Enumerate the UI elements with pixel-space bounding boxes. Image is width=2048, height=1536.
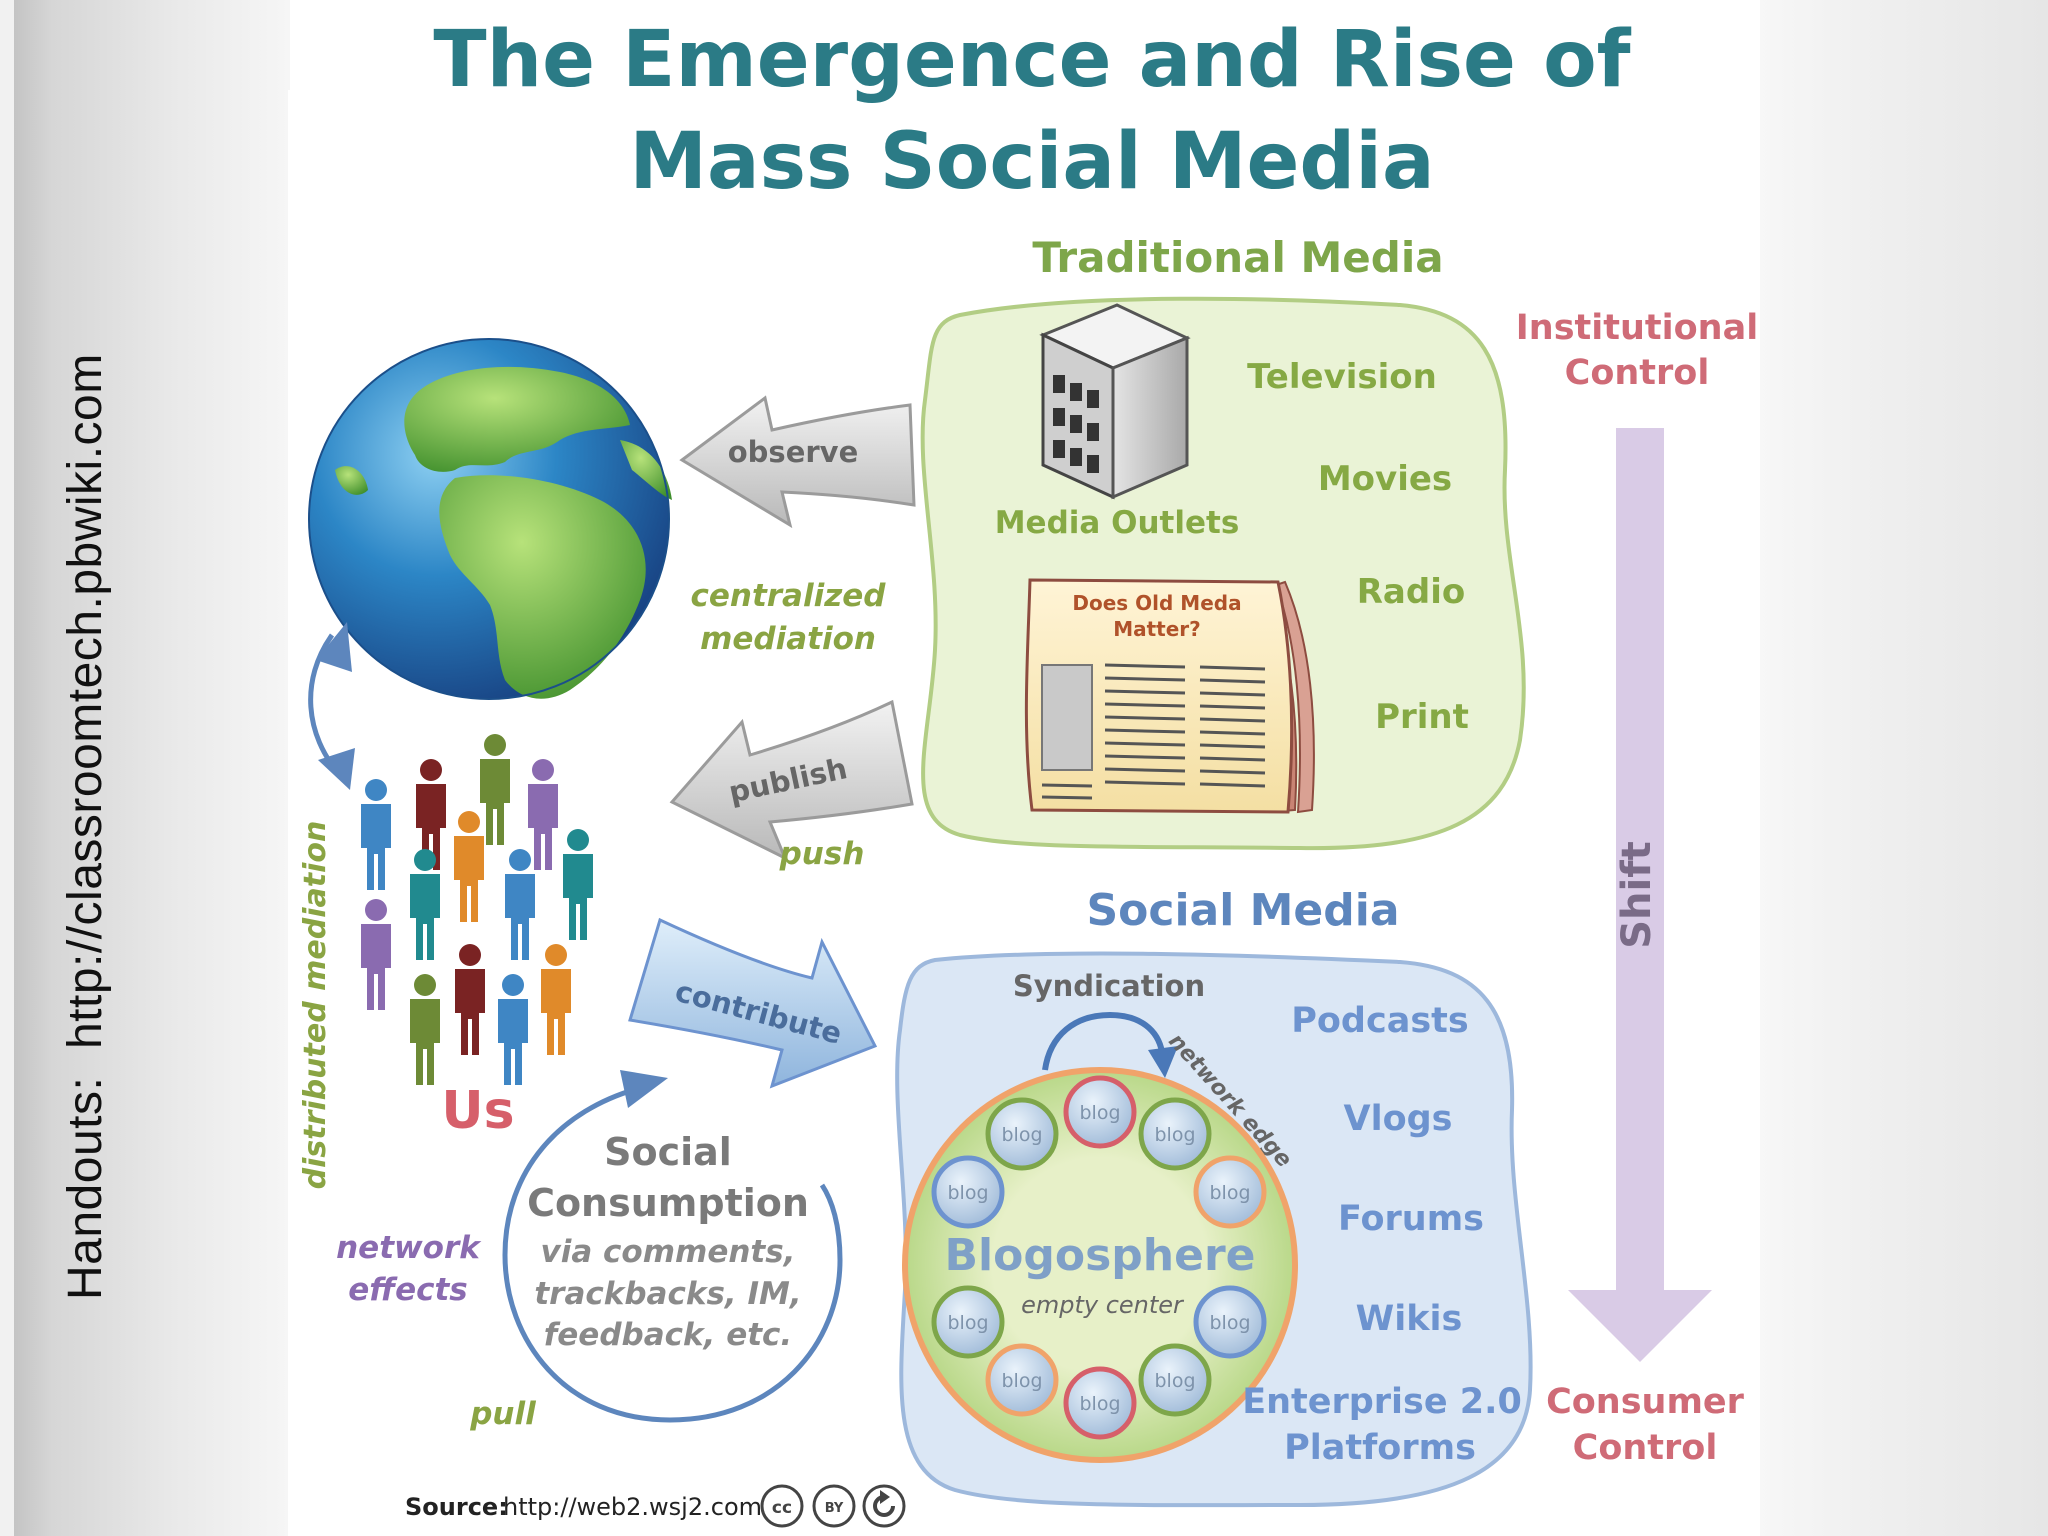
share-alike-icon	[873, 1495, 895, 1517]
person-icon	[480, 734, 510, 845]
social-consumption-cycle-arrow	[502, 1070, 843, 1423]
blog-bubbles: blog blog blog blog blog blog blog blog blog blog	[931, 1075, 1267, 1440]
person-icon	[361, 899, 391, 1010]
consumer-control-line-2: Control	[1573, 1428, 1718, 1468]
empty-center-label: empty center	[1021, 1291, 1185, 1319]
consumer-control-line-1: Consumer	[1546, 1382, 1745, 1422]
blog-bubble: blog	[931, 1155, 1005, 1229]
person-icon	[528, 759, 558, 870]
person-icon	[410, 849, 440, 960]
social-consumption-title-2: Consumption	[527, 1181, 809, 1225]
centralized-mediation-line-1: centralized	[690, 578, 886, 614]
centralized-mediation-line-2: mediation	[700, 621, 876, 657]
social-media-heading: Social Media	[1086, 885, 1399, 936]
newspaper-headline-2: Matter?	[1113, 617, 1201, 641]
institutional-control-line-1: Institutional	[1516, 308, 1758, 348]
blog-bubble: blog	[1063, 1075, 1137, 1149]
creative-commons-icons: cc BY	[760, 1484, 906, 1528]
people-crowd-icon	[361, 734, 593, 1085]
social-consumption-detail-1: via comments,	[541, 1234, 796, 1270]
source-url: http://web2.wsj2.com	[503, 1493, 762, 1521]
person-icon	[361, 779, 391, 890]
traditional-item-television: Television	[1247, 357, 1437, 397]
social-consumption-detail-2: trackbacks, IM,	[534, 1276, 801, 1312]
blog-bubble-label: blog	[1209, 1312, 1250, 1334]
institutional-control-line-2: Control	[1565, 353, 1710, 393]
traditional-item-radio: Radio	[1357, 572, 1465, 612]
blog-bubble: blog	[1193, 1285, 1267, 1359]
blog-bubble: blog	[985, 1097, 1059, 1171]
social-item-vlogs: Vlogs	[1343, 1099, 1452, 1139]
us-label: Us	[441, 1081, 514, 1141]
newspaper-icon: Does Old Meda Matter?	[1024, 578, 1315, 814]
blog-bubble-label: blog	[1079, 1102, 1120, 1124]
background-left-gradient	[0, 0, 290, 1536]
blog-bubble-label: blog	[1209, 1182, 1250, 1204]
person-icon	[505, 849, 535, 960]
social-item-forums: Forums	[1338, 1199, 1484, 1239]
background-right-gradient	[1760, 0, 2048, 1536]
traditional-media-heading: Traditional Media	[1032, 233, 1443, 282]
blog-bubble-label: blog	[1154, 1370, 1195, 1392]
contribute-arrow	[628, 917, 878, 1089]
media-outlets-building-icon	[1039, 303, 1191, 500]
blog-bubble: blog	[1138, 1343, 1212, 1417]
traditional-item-print: Print	[1375, 697, 1469, 737]
shift-down-arrow	[1568, 428, 1712, 1362]
blog-bubble: blog	[1138, 1097, 1212, 1171]
media-outlets-label: Media Outlets	[995, 505, 1240, 541]
blog-bubble-label: blog	[947, 1182, 988, 1204]
observe-arrow	[679, 395, 916, 529]
distributed-mediation-label: distributed mediation	[298, 821, 333, 1190]
blog-bubble: blog	[931, 1285, 1005, 1359]
cc-icon: cc	[772, 1498, 792, 1518]
blog-bubble-label: blog	[947, 1312, 988, 1334]
observe-label: observe	[728, 435, 859, 469]
network-effects-line-1: network	[336, 1230, 482, 1266]
social-item-platforms: Platforms	[1284, 1428, 1476, 1468]
distributed-mediation-curve-arrow	[308, 622, 355, 790]
title-line-1: The Emergence and Rise of	[433, 15, 1631, 105]
person-icon	[563, 829, 593, 940]
social-consumption-title-1: Social	[604, 1130, 732, 1174]
push-label: push	[779, 836, 865, 872]
source-label: Source:	[405, 1493, 508, 1521]
blog-bubble-label: blog	[1079, 1393, 1120, 1415]
newspaper-headline-1: Does Old Meda	[1072, 591, 1241, 615]
blog-bubble-label: blog	[1001, 1370, 1042, 1392]
network-effects-line-2: effects	[348, 1272, 468, 1308]
blog-bubble-label: blog	[1001, 1124, 1042, 1146]
person-icon	[410, 974, 440, 1085]
blog-bubble: blog	[1193, 1155, 1267, 1229]
person-icon	[541, 944, 571, 1055]
pull-label: pull	[469, 1396, 536, 1432]
person-icon	[498, 974, 528, 1085]
blogosphere-label: Blogosphere	[945, 1230, 1256, 1281]
syndication-label: Syndication	[1013, 969, 1205, 1003]
blog-bubble-label: blog	[1154, 1124, 1195, 1146]
person-icon	[416, 759, 446, 870]
publish-arrow	[669, 699, 914, 862]
globe-icon	[308, 338, 672, 700]
person-icon	[454, 811, 484, 922]
person-icon	[455, 944, 485, 1055]
syndication-arrow	[1042, 1011, 1178, 1078]
blog-bubble: blog	[1063, 1366, 1137, 1440]
social-consumption-detail-3: feedback, etc.	[544, 1317, 792, 1353]
by-icon: BY	[825, 1501, 844, 1516]
social-item-podcasts: Podcasts	[1291, 1001, 1469, 1041]
traditional-item-movies: Movies	[1318, 459, 1452, 499]
background-left-strip	[0, 0, 14, 1536]
social-item-wikis: Wikis	[1356, 1299, 1463, 1339]
blog-bubble: blog	[985, 1343, 1059, 1417]
title-line-2: Mass Social Media	[629, 117, 1434, 207]
social-item-enterprise: Enterprise 2.0	[1242, 1382, 1522, 1422]
shift-label: Shift	[1614, 841, 1660, 949]
